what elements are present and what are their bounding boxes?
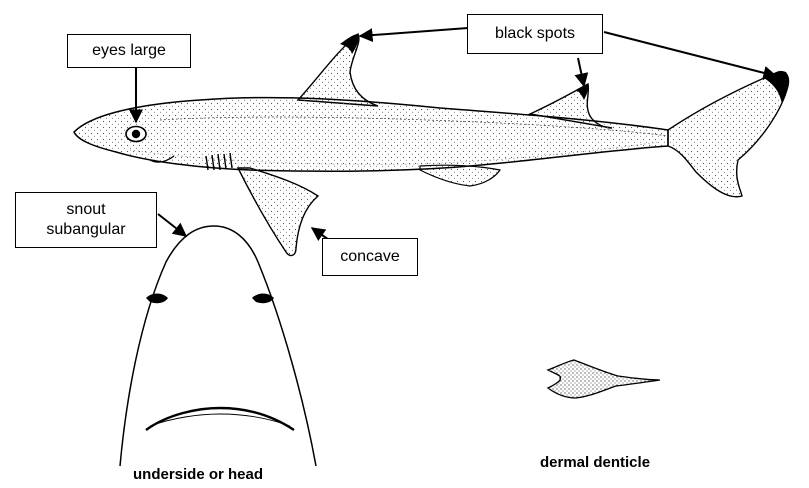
label-concave: concave	[322, 238, 418, 276]
first-dorsal-fin	[298, 34, 378, 106]
snout-arrow	[158, 214, 186, 236]
label-black-spots: black spots	[467, 14, 603, 54]
label-black-spots-text: black spots	[495, 24, 575, 44]
caption-underside-head: underside or head	[133, 466, 263, 483]
head-outline	[120, 226, 316, 466]
label-concave-text: concave	[340, 247, 400, 267]
spots-arrow-dorsal2	[578, 58, 584, 86]
underside-mouth	[146, 408, 294, 430]
label-snout-line2: subangular	[46, 220, 125, 240]
dermal-denticle	[548, 360, 660, 398]
label-snout-line1: snout	[66, 200, 105, 220]
spots-arrow-dorsal1	[360, 28, 468, 36]
pectoral-fin	[238, 168, 318, 255]
spots-arrow-caudal	[604, 32, 776, 76]
head-underside	[120, 226, 316, 466]
caption-dermal-denticle: dermal denticle	[540, 454, 650, 471]
label-snout-subangular: snout subangular	[15, 192, 157, 248]
label-eyes-large-text: eyes large	[92, 41, 166, 61]
label-eyes-large: eyes large	[67, 34, 191, 68]
left-nostril	[146, 294, 168, 304]
caudal-fin	[668, 72, 789, 197]
